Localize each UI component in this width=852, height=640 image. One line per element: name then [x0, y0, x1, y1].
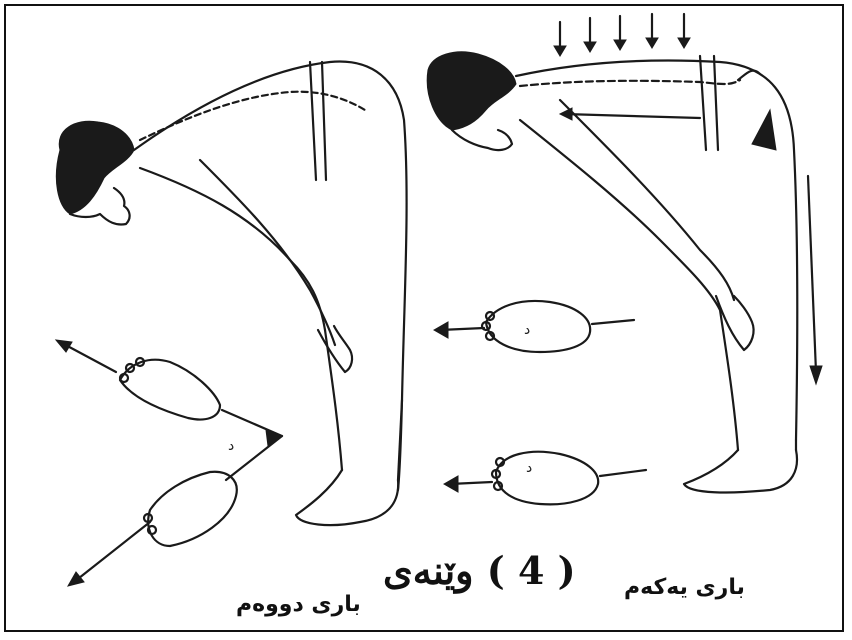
left-figure-hair: [56, 121, 134, 214]
right-foot-lower: [496, 452, 598, 505]
right-vertical-arrow: [808, 176, 816, 372]
right-figure-belt: [700, 56, 718, 150]
right-back-arrow: [564, 114, 700, 118]
left-arrow-lower: [74, 522, 150, 582]
label-second-position: باری دووەم: [236, 592, 361, 617]
right-figure-arm: [560, 100, 734, 300]
right-figure-tailbone: [738, 71, 760, 80]
right-figure-leg-front: [720, 310, 738, 450]
right-figure: [427, 14, 822, 492]
left-figure-leg-front: [325, 330, 342, 470]
left-figure-spine: [140, 92, 365, 140]
left-figure-belt: [310, 62, 326, 180]
right-figure-face: [452, 130, 512, 150]
left-foot-mark: د: [228, 438, 234, 454]
figure-caption: ( 4 ) وێنەی: [383, 548, 576, 593]
right-triangle-marker: [752, 110, 776, 150]
right-foot-lower-tail: [600, 470, 646, 476]
left-figure: [56, 62, 406, 526]
left-foot-lower: [148, 472, 237, 546]
right-figure-chest: [520, 120, 720, 310]
pressure-arrows: [554, 14, 690, 56]
left-figure-foot: [296, 470, 398, 525]
left-figure-back: [134, 62, 407, 490]
right-foot-mark-upper: د: [524, 322, 530, 338]
right-foot-upper: [486, 301, 590, 352]
right-figure-hair: [427, 52, 516, 130]
right-feet: [434, 301, 646, 504]
left-figure-hand: [318, 326, 352, 372]
right-figure-foot: [684, 450, 797, 492]
left-figure-arm: [200, 160, 335, 345]
left-feet: [56, 340, 282, 586]
right-foot-upper-tail: [592, 320, 634, 324]
right-figure-spine: [520, 80, 740, 86]
right-foot-mark-lower: د: [526, 460, 532, 476]
label-first-position: باری یەکەم: [624, 575, 745, 600]
